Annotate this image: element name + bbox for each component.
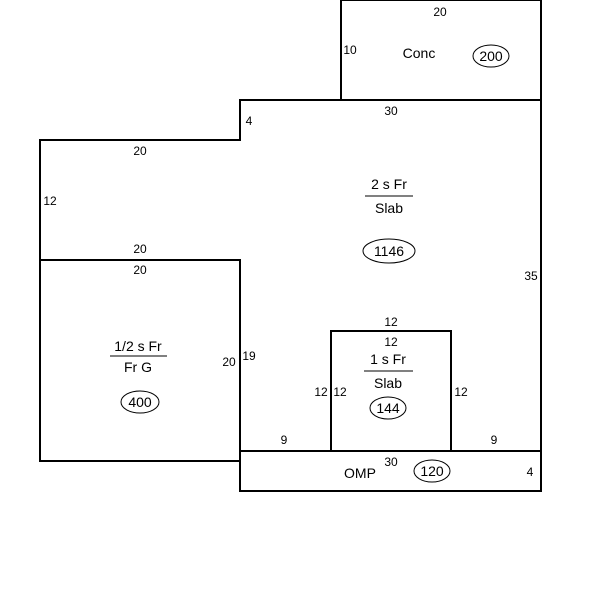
dim-upper-left-top: 20 (133, 144, 147, 158)
dim-half-top-inner: 20 (133, 263, 147, 277)
dim-omp-top: 30 (384, 455, 398, 469)
dim-one-top-inner: 12 (384, 335, 398, 349)
dim-half-right-a: 20 (222, 355, 236, 369)
half-label-bottom: Fr G (124, 359, 152, 375)
half-area-oval (120, 390, 160, 414)
one-label-top: 1 s Fr (370, 351, 406, 367)
main-area-oval (362, 238, 416, 264)
one-story-outline (330, 330, 452, 451)
half-story-outline (39, 259, 241, 462)
half-label-top: 1/2 s Fr (114, 338, 162, 354)
main-label-bottom: Slab (375, 200, 403, 216)
omp-label: OMP (344, 465, 376, 481)
dim-one-right: 12 (454, 385, 468, 399)
one-label-bottom: Slab (374, 375, 402, 391)
conc-area-value: 200 (479, 48, 503, 64)
dim-base-right: 9 (491, 433, 498, 447)
dim-main-right: 35 (524, 269, 538, 283)
half-area-value: 400 (128, 394, 152, 410)
dim-conc-left: 10 (343, 43, 357, 57)
main-outline (39, 99, 542, 451)
dimension-labels: 20 10 30 4 20 12 20 20 20 19 35 12 12 12… (43, 5, 538, 479)
dim-step-left: 4 (246, 114, 253, 128)
dim-omp-right: 4 (527, 465, 534, 479)
dim-half-top-outer: 20 (133, 242, 147, 256)
dim-upper-left-side: 12 (43, 194, 57, 208)
conc-area-oval (472, 44, 510, 68)
one-area-value: 144 (376, 400, 400, 416)
dim-conc-top: 20 (433, 5, 447, 19)
conc-label: Conc (403, 45, 436, 61)
dim-half-right-b: 19 (242, 349, 256, 363)
dim-one-left-outer: 12 (314, 385, 328, 399)
main-label-top: 2 s Fr (371, 176, 407, 192)
outlines (39, 0, 542, 492)
dim-base-left: 9 (281, 433, 288, 447)
omp-area-oval (413, 459, 451, 483)
area-labels: Conc 200 2 s Fr Slab 1146 1/2 s Fr Fr G … (110, 44, 510, 483)
omp-outline (239, 450, 542, 492)
dim-one-top-outer: 12 (384, 315, 398, 329)
main-area-value: 1146 (374, 243, 404, 259)
one-area-oval (369, 396, 407, 420)
omp-area-value: 120 (420, 463, 444, 479)
dim-one-left-inner: 12 (333, 385, 347, 399)
dim-conc-bottom: 30 (384, 104, 398, 118)
